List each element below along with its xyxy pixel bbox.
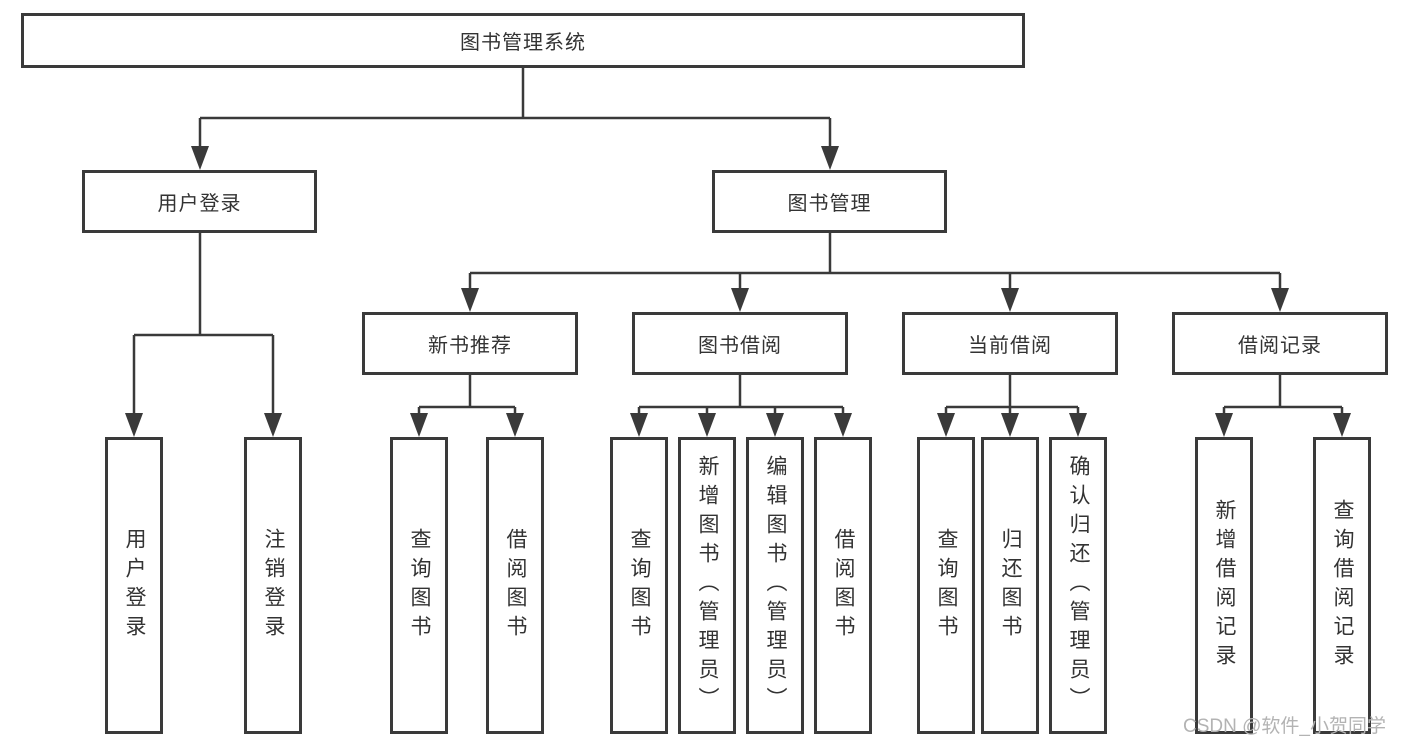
node-book-management: 图书管理 xyxy=(712,170,947,233)
leaf-query-borrow-record: 查询借阅记录 xyxy=(1313,437,1371,734)
leaf-query-books-borrow: 查询图书 xyxy=(610,437,668,734)
node-root-label: 图书管理系统 xyxy=(460,32,586,54)
leaf-confirm-return-admin-label: 确认归还（管理员） xyxy=(1067,455,1090,716)
leaf-confirm-return-admin: 确认归还（管理员） xyxy=(1049,437,1107,734)
leaf-query-books-borrow-label: 查询图书 xyxy=(628,527,651,644)
leaf-add-books-admin: 新增图书（管理员） xyxy=(678,437,736,734)
connector-root-to-level2 xyxy=(191,68,839,170)
connector-user-login-to-leaves xyxy=(125,233,282,437)
leaf-add-borrow-record: 新增借阅记录 xyxy=(1195,437,1253,734)
leaf-query-books-newbooks-label: 查询图书 xyxy=(408,527,431,644)
node-new-book-recommend: 新书推荐 xyxy=(362,312,578,375)
node-borrow-records: 借阅记录 xyxy=(1172,312,1388,375)
leaf-return-books: 归还图书 xyxy=(981,437,1039,734)
leaf-add-books-admin-label: 新增图书（管理员） xyxy=(696,455,719,716)
leaf-borrow-books: 借阅图书 xyxy=(814,437,872,734)
leaf-query-books-newbooks: 查询图书 xyxy=(390,437,448,734)
leaf-edit-books-admin: 编辑图书（管理员） xyxy=(746,437,804,734)
connector-new-books-to-leaves xyxy=(410,375,524,437)
leaf-borrow-books-newbooks-label: 借阅图书 xyxy=(504,527,527,644)
connector-book-borrow-to-leaves xyxy=(630,375,852,437)
leaf-edit-books-admin-label: 编辑图书（管理员） xyxy=(764,455,787,716)
leaf-borrow-books-newbooks: 借阅图书 xyxy=(486,437,544,734)
node-user-login: 用户登录 xyxy=(82,170,317,233)
csdn-watermark: CSDN @软件_小贺同学 xyxy=(1183,716,1386,737)
leaf-borrow-books-label: 借阅图书 xyxy=(832,527,855,644)
leaf-query-books-current-label: 查询图书 xyxy=(935,527,958,644)
leaf-query-books-current: 查询图书 xyxy=(917,437,975,734)
node-root-system: 图书管理系统 xyxy=(21,13,1025,68)
connector-borrow-records-to-leaves xyxy=(1215,375,1351,437)
node-current-borrow: 当前借阅 xyxy=(902,312,1118,375)
connector-current-borrow-to-leaves xyxy=(937,375,1087,437)
leaf-logout-label: 注销登录 xyxy=(262,527,285,644)
leaf-user-login: 用户登录 xyxy=(105,437,163,734)
leaf-add-borrow-record-label: 新增借阅记录 xyxy=(1213,498,1236,673)
leaf-return-books-label: 归还图书 xyxy=(999,527,1022,644)
leaf-logout: 注销登录 xyxy=(244,437,302,734)
connector-book-management-to-level3 xyxy=(461,233,1289,312)
leaf-query-borrow-record-label: 查询借阅记录 xyxy=(1331,498,1354,673)
node-new-book-recommend-label: 新书推荐 xyxy=(428,335,512,357)
node-book-borrow-label: 图书借阅 xyxy=(698,335,782,357)
node-current-borrow-label: 当前借阅 xyxy=(968,335,1052,357)
node-book-management-label: 图书管理 xyxy=(787,193,872,215)
node-book-borrow: 图书借阅 xyxy=(632,312,848,375)
node-user-login-label: 用户登录 xyxy=(157,193,242,215)
node-borrow-records-label: 借阅记录 xyxy=(1238,335,1322,357)
leaf-user-login-label: 用户登录 xyxy=(123,527,146,644)
